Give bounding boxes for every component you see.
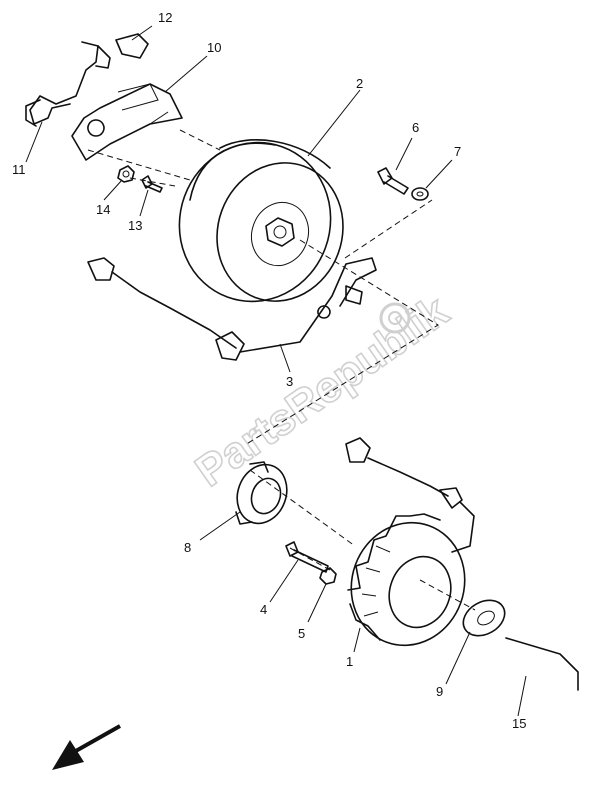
part-6-bolt — [377, 167, 409, 195]
part-3-pickup-coil — [87, 257, 377, 361]
callout-12: 12 — [158, 10, 172, 25]
part-7-washer — [411, 187, 429, 201]
callout-5: 5 — [298, 626, 305, 641]
part-10-cover — [71, 83, 183, 161]
callout-13: 13 — [128, 218, 142, 233]
part-13-bolt — [141, 175, 163, 193]
part-1-stator — [345, 437, 475, 647]
callout-labels: 12 10 2 6 7 11 14 13 3 8 4 5 1 9 15 — [12, 10, 526, 731]
front-direction-arrow-icon — [52, 724, 121, 770]
leader-lines — [25, 25, 527, 717]
part-9-washer — [462, 599, 506, 637]
part-5-nut — [319, 567, 337, 585]
part-2-flywheel — [178, 139, 344, 303]
part-11-bracket — [25, 41, 111, 127]
callout-8: 8 — [184, 540, 191, 555]
callout-11: 11 — [12, 162, 26, 177]
callout-3: 3 — [286, 374, 293, 389]
callout-4: 4 — [260, 602, 267, 617]
callout-14: 14 — [96, 202, 110, 217]
callout-1: 1 — [346, 654, 353, 669]
callout-9: 9 — [436, 684, 443, 699]
part-14-nut — [117, 165, 135, 183]
callout-15: 15 — [512, 716, 526, 731]
assembly-guide-lines — [87, 129, 476, 611]
callout-2: 2 — [356, 76, 363, 91]
callout-7: 7 — [454, 144, 461, 159]
part-15-pin — [505, 637, 579, 691]
callout-10: 10 — [207, 40, 221, 55]
part-12-cap — [115, 33, 149, 59]
callout-6: 6 — [412, 120, 419, 135]
part-4-screw — [285, 541, 329, 573]
part-8-seal-holder — [235, 461, 288, 525]
gear-icon — [379, 302, 411, 334]
